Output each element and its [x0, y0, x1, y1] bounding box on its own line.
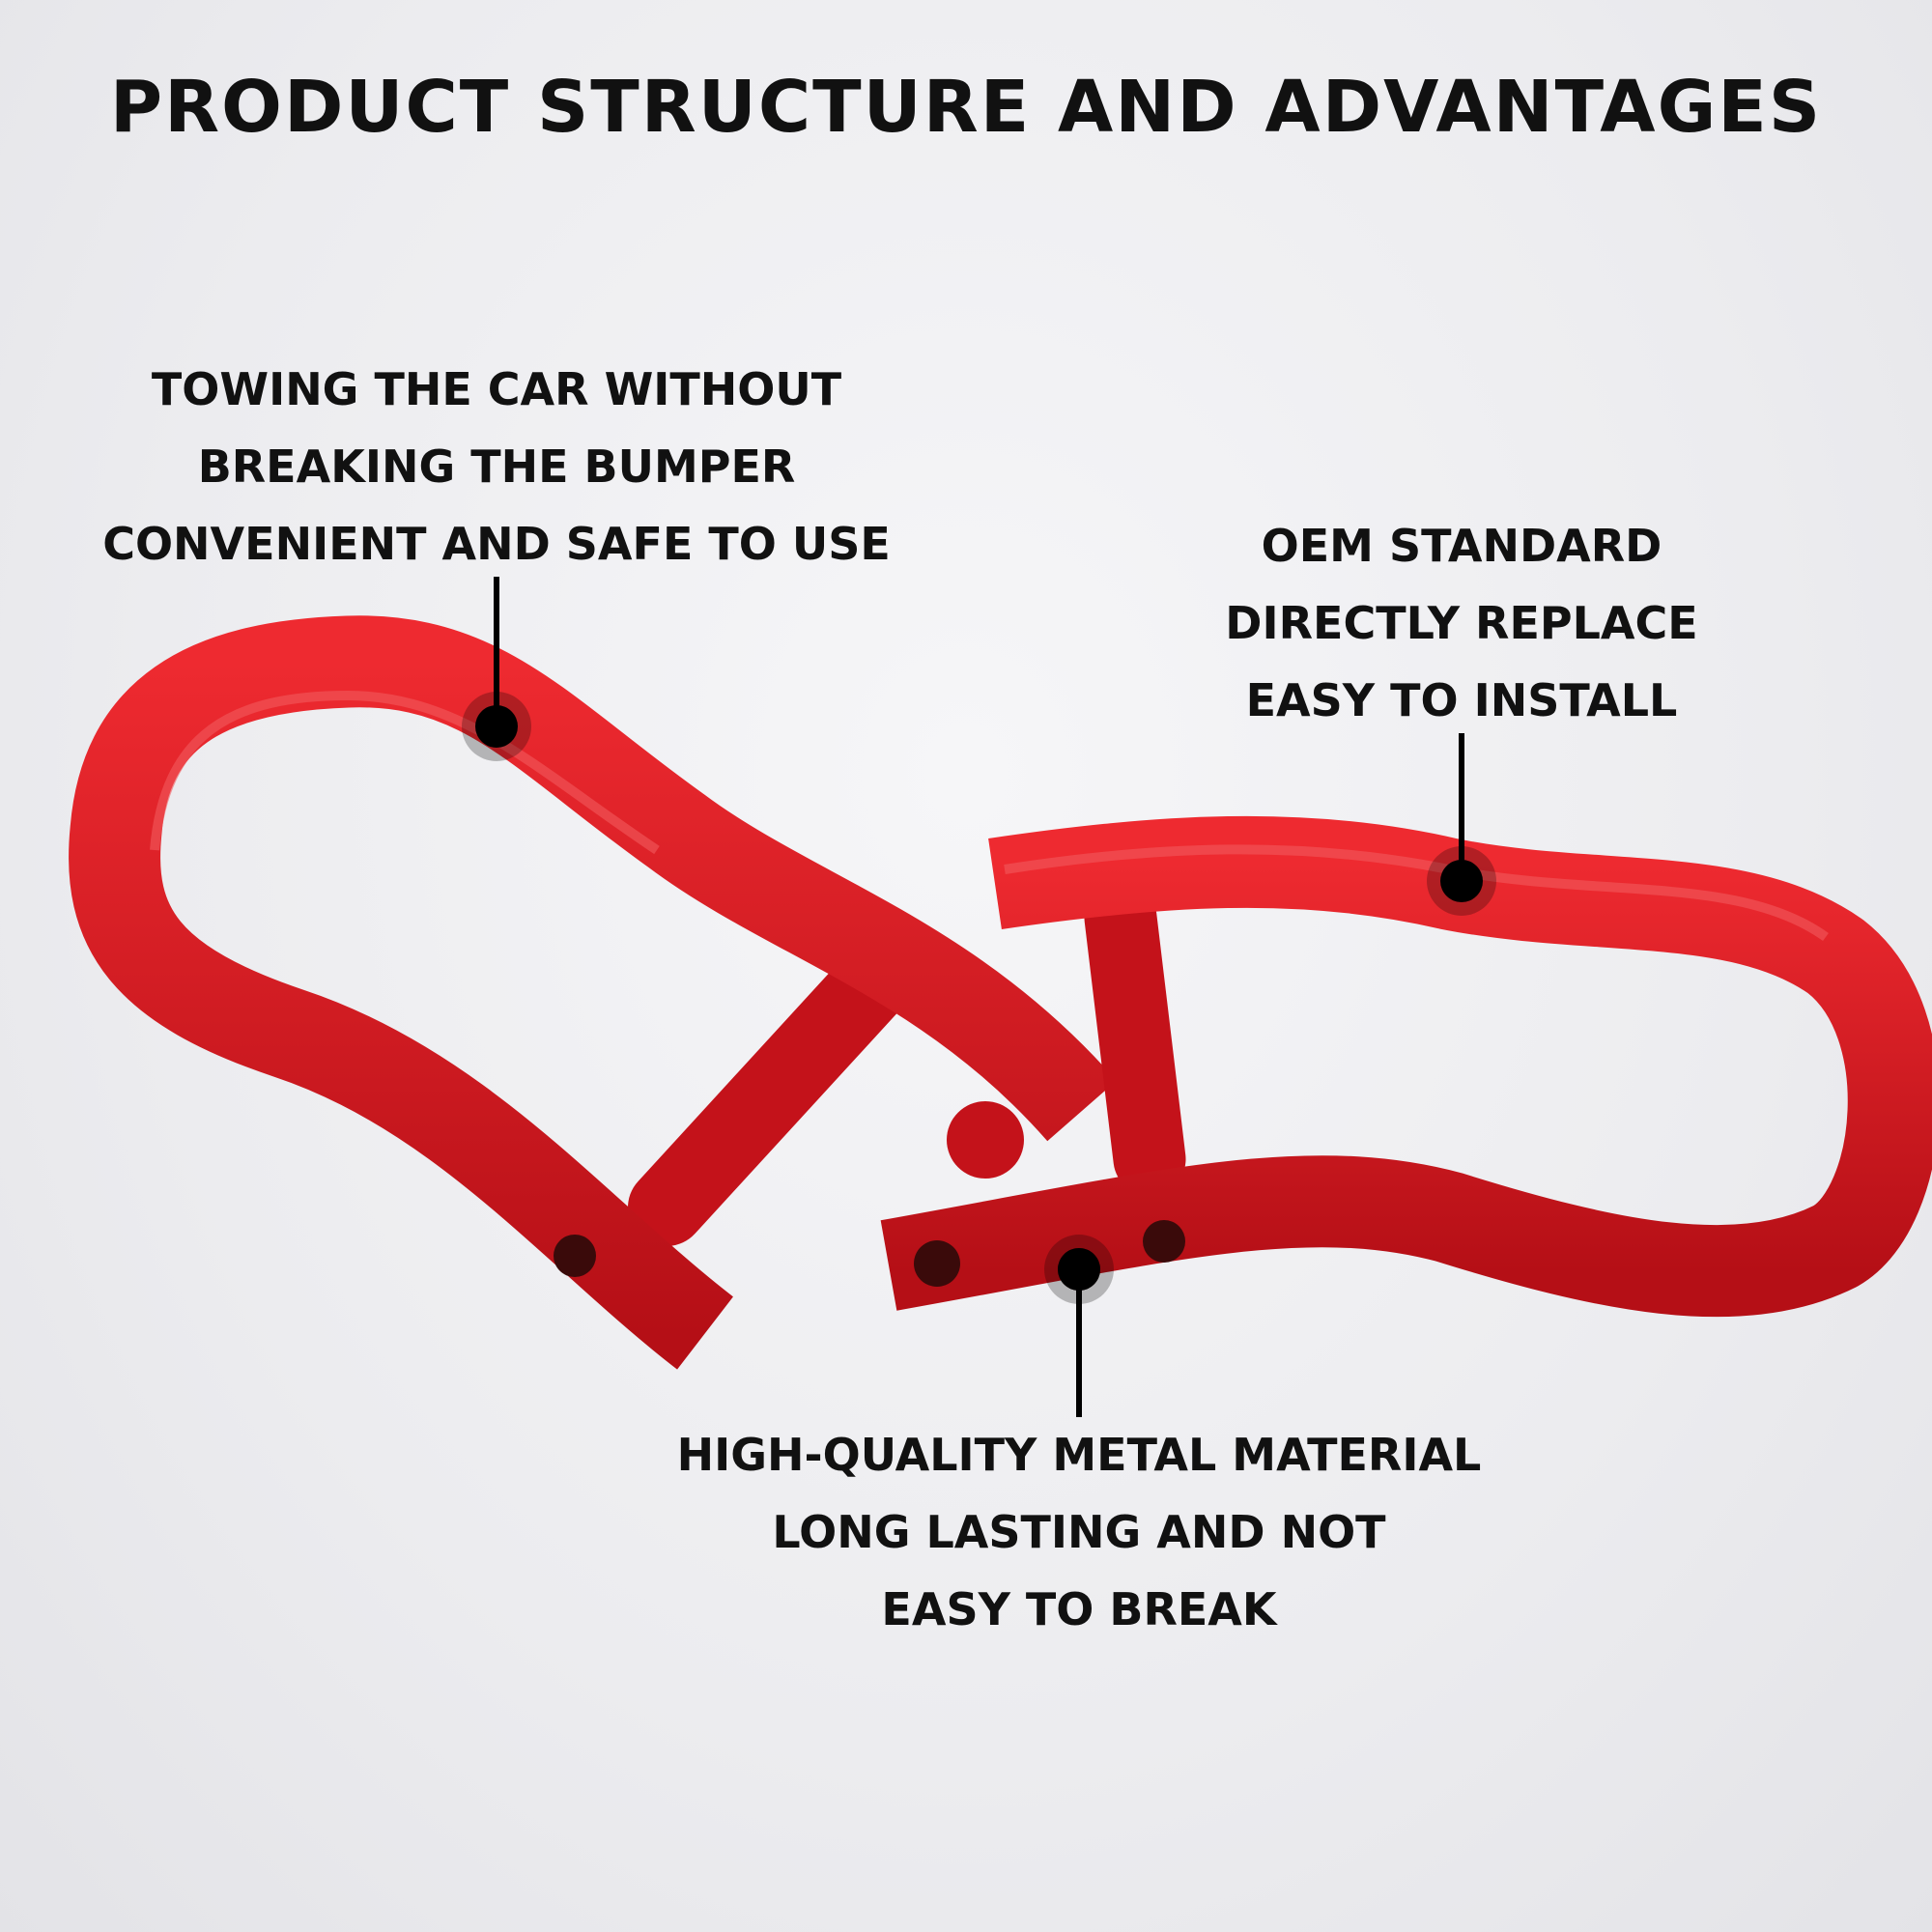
callout-towing: TOWING THE CAR WITHOUT BREAKING THE BUMP… [102, 351, 891, 582]
callout-pointer-towing [462, 577, 531, 761]
callout-line: EASY TO INSTALL [1245, 674, 1678, 726]
callout-line: DIRECTLY REPLACE [1225, 597, 1698, 649]
callout-oem: OEM STANDARD DIRECTLY REPLACE EASY TO IN… [1225, 507, 1697, 739]
callout-line: EASY TO BREAK [881, 1583, 1277, 1635]
callout-line: BREAKING THE BUMPER [197, 440, 796, 493]
callout-line: CONVENIENT AND SAFE TO USE [102, 518, 891, 570]
callout-line: OEM STANDARD [1261, 520, 1662, 572]
callout-line: TOWING THE CAR WITHOUT [151, 363, 842, 415]
callout-pointer-oem [1427, 733, 1496, 916]
callout-pointer-material [1044, 1235, 1114, 1417]
callout-line: LONG LASTING AND NOT [772, 1506, 1386, 1558]
page-title: PRODUCT STRUCTURE AND ADVANTAGES [109, 66, 1823, 149]
left-shackle [69, 615, 1117, 1370]
callout-material: HIGH-QUALITY METAL MATERIAL LONG LASTING… [677, 1416, 1482, 1648]
callout-line: HIGH-QUALITY METAL MATERIAL [676, 1429, 1482, 1481]
